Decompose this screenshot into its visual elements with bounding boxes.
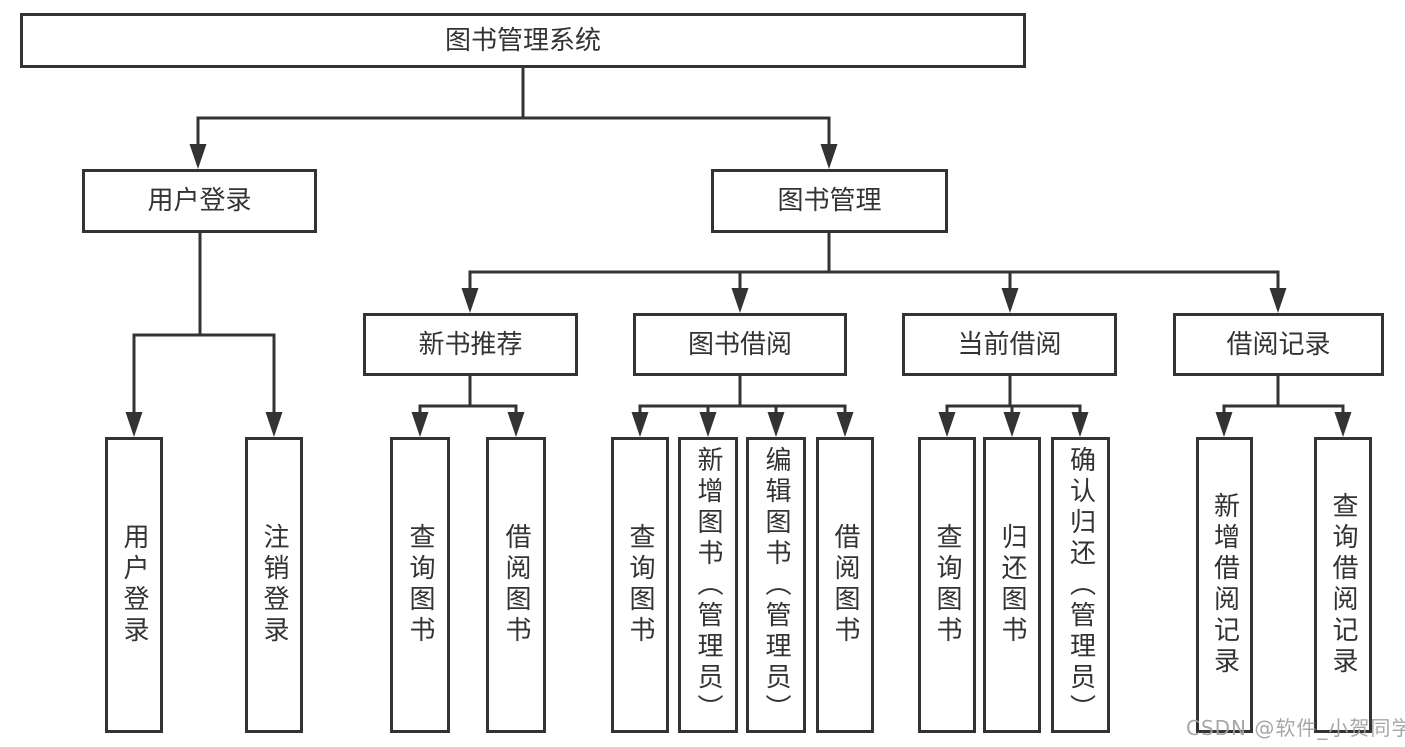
leaf-label: 注销登录 xyxy=(259,523,289,647)
node-label: 当前借阅 xyxy=(957,329,1062,360)
leaf-query-books-recommendation: 查询图书 xyxy=(390,437,450,733)
leaf-label: 查询借阅记录 xyxy=(1328,492,1358,678)
leaf-user-login: 用户登录 xyxy=(105,437,163,733)
node-book-borrowing: 图书借阅 xyxy=(633,313,847,376)
leaf-label: 编辑图书（管理员） xyxy=(761,445,791,725)
leaf-query-borrow-record: 查询借阅记录 xyxy=(1314,437,1372,733)
node-borrowing-records: 借阅记录 xyxy=(1173,313,1384,376)
node-label: 图书管理 xyxy=(777,186,882,216)
leaf-return-books: 归还图书 xyxy=(983,437,1041,733)
leaf-label: 查询图书 xyxy=(625,523,655,647)
leaf-logout: 注销登录 xyxy=(245,437,303,733)
leaf-borrow-books: 借阅图书 xyxy=(816,437,874,733)
leaf-label: 查询图书 xyxy=(932,523,962,647)
node-label: 新书推荐 xyxy=(418,329,523,360)
node-book-management: 图书管理 xyxy=(711,169,948,233)
leaf-add-borrow-record: 新增借阅记录 xyxy=(1196,437,1253,733)
leaf-label: 确认归还（管理员） xyxy=(1065,445,1096,725)
node-label: 用户登录 xyxy=(147,186,252,216)
leaf-label: 归还图书 xyxy=(997,523,1027,647)
leaf-label: 借阅图书 xyxy=(501,523,531,647)
node-user-login: 用户登录 xyxy=(82,169,317,233)
node-new-book-recommendation: 新书推荐 xyxy=(363,313,578,376)
node-library-management-system: 图书管理系统 xyxy=(20,13,1026,68)
leaf-add-books-admin: 新增图书（管理员） xyxy=(678,437,738,733)
leaf-label: 借阅图书 xyxy=(830,523,860,647)
node-label: 图书借阅 xyxy=(687,329,792,360)
node-label: 借阅记录 xyxy=(1226,329,1331,360)
leaf-label: 查询图书 xyxy=(405,523,435,647)
leaf-label: 新增借阅记录 xyxy=(1209,492,1240,678)
node-label: 图书管理系统 xyxy=(444,25,601,56)
leaf-borrow-books-recommendation: 借阅图书 xyxy=(486,437,546,733)
leaf-label: 用户登录 xyxy=(119,523,149,647)
leaf-edit-books-admin: 编辑图书（管理员） xyxy=(746,437,806,733)
watermark: CSDN @软件_小贺同学 xyxy=(1186,716,1405,740)
leaf-confirm-return-admin: 确认归还（管理员） xyxy=(1051,437,1110,733)
node-current-borrowing: 当前借阅 xyxy=(902,313,1117,376)
leaf-query-books-current: 查询图书 xyxy=(918,437,976,733)
leaf-query-books-borrowing: 查询图书 xyxy=(611,437,669,733)
leaf-label: 新增图书（管理员） xyxy=(693,445,723,725)
